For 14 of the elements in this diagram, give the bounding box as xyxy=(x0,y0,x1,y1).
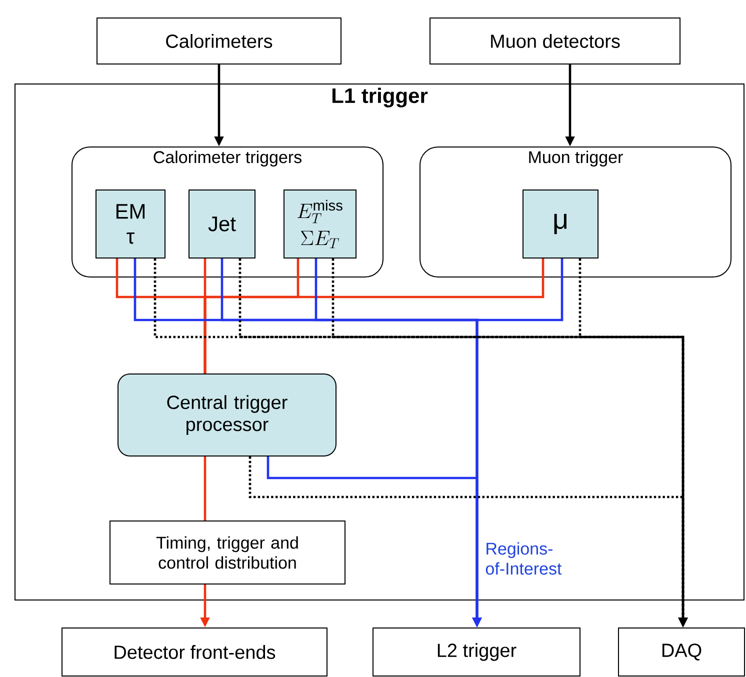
processor-box: Central trigger processor xyxy=(118,374,336,456)
trigger-box: μ xyxy=(522,190,598,258)
connector-line xyxy=(204,456,206,520)
output-box: Detector front-ends xyxy=(62,628,328,676)
trigger-box: $E_{T}^{\mathrm{miss}}$ $\Sigma E_{T}$ xyxy=(284,190,356,258)
trigger-box: EM τ xyxy=(96,190,166,258)
output-box: L2 trigger xyxy=(372,628,580,676)
annotation-text: Regions-of-Interest xyxy=(486,542,562,575)
distribution-box: Timing, trigger and control distribution xyxy=(110,520,346,584)
trigger-box: Jet xyxy=(188,190,256,258)
source-box: Calorimeters xyxy=(96,18,342,64)
output-box: DAQ xyxy=(618,628,745,676)
connector-line xyxy=(204,258,544,374)
source-box: Muon detectors xyxy=(430,18,680,64)
